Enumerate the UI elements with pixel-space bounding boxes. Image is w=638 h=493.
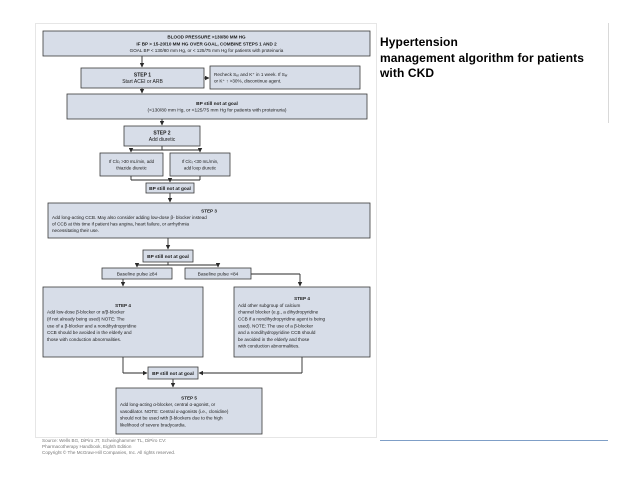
flow-box-text: IF BP > 15-20/10 MM HG OVER GOAL, COMBIN… [136,41,277,46]
flow-box-step3: STEP 3 Add long-acting CCB. May also cons… [47,202,371,239]
flow-box-step4a: STEP 4 Add low-dose β-blocker or α/β-bloc… [42,286,204,358]
flow-box-bp-not-goal-3: BP still not at goal [142,249,194,263]
flow-box-text: STEP 3 [201,208,217,213]
flow-box-frame [42,286,204,358]
slide-title-line-1: Hypertension [380,35,458,49]
flow-box-frame [80,67,205,89]
flow-box-frame [123,125,201,147]
flow-box-text: and a nondihydropyridine CCB should [238,330,316,335]
flow-box-text: vasodilator. NOTE: Central α-agonists (i… [120,409,229,414]
flow-box-text: If Clᴄᵣ >30 mL/min, add [109,159,155,164]
flow-box-text: BP still not at goal [147,254,189,260]
source-credits: Source: Wells BG, DiPiro JT, Schwinghamm… [42,438,175,456]
flow-box-text: STEP 4 [115,303,131,308]
flow-box-bp-not-goal-2: BP still not at goal [145,182,195,194]
flow-box-text: used). NOTE: The use of a β-blocker [238,323,314,328]
flow-box-loop: If Clᴄᵣ <30 mL/min,add loop diuretic [169,152,231,177]
flow-box-text: STEP 1 [134,73,151,79]
flow-box-text: Add low-dose β-blocker or α/β-blocker [47,310,125,315]
flow-box-text: Add other subgroup of calcium [238,303,300,308]
flow-box-text: Recheck Sₑᵣ and K⁺ in 1 week. If Sₑᵣ [214,72,289,77]
flow-box-text: CCB should be avoided in the elderly and [47,330,132,335]
flow-box-text: CCB if a nondihydropyridine agent is bei… [238,317,326,322]
flow-box-text: Add long-acting CCB. May also consider a… [52,215,207,220]
flow-box-frame [145,182,195,194]
flow-box-frame [66,93,368,120]
flow-box-recheck: Recheck Sₑᵣ and K⁺ in 1 week. If Sₑᵣ or K… [209,65,361,90]
flow-box-text: or K⁺ ↑ >30%, discontinue agent. [214,79,281,84]
flow-box-text: (<130/80 mm Hg, or <125/75 mm Hg for pat… [148,108,287,114]
flow-box-step4b: STEP 4 Add other subgroup of calcium chann… [233,286,371,358]
flow-box-frame [115,387,263,435]
flow-box-text: STEP 5 [181,395,197,400]
credit-line-3: Copyright © The McGraw-Hill Companies, I… [42,450,176,455]
flow-box-frame [184,267,252,280]
divider-horizontal [380,440,608,441]
flow-box-pulse-high: Baseline pulse ≥84 [101,267,173,280]
flow-box-frame [233,286,371,358]
flow-box-text: should not be used with β-blockers due t… [120,416,223,421]
flow-box-text: BP still not at goal [196,101,238,107]
flow-box-text: with conduction abnormalities. [238,344,300,349]
flow-box-text: Add diuretic [149,137,176,143]
flow-box-frame [42,30,371,57]
flow-box-text: STEP 2 [153,131,170,137]
flow-box-text: Add long-acting α-blocker, central α-ago… [120,402,216,407]
flow-box-text: BP still not at goal [149,186,191,192]
flow-box-bp-not-goal-4: BP still not at goal [147,366,199,380]
flow-box-text: If Clᴄᵣ <30 mL/min, [182,159,219,164]
slide-title-line-3: with CKD [380,66,435,80]
flow-box-frame [99,152,164,177]
flow-box-frame [209,65,361,90]
slide-title-line-2: management algorithm for patients [380,50,584,65]
flow-box-frame [169,152,231,177]
flow-box-text: be avoided in the elderly and those [238,337,310,342]
flow-box-text: likelihood of severe bradycardia. [120,423,186,428]
credit-line-2: Pharmacotherapy Handbook, Eighth Edition [42,444,132,449]
flow-box-text: (if not already being used) NOTE: The [47,317,125,322]
slide-title: Hypertension management algorithm for pa… [380,35,620,82]
flow-box-text: of CCB at this time if patient has angin… [52,222,190,227]
flow-box-text: those with conduction abnormalities. [47,337,121,342]
flow-box-frame [101,267,173,280]
flow-box-text: Baseline pulse <84 [198,271,239,277]
flow-box-frame [147,366,199,380]
flow-box-text: channel blocker (e.g., a dihydropyridine [238,310,319,315]
flow-box-frame [142,249,194,263]
flow-box-text: use of a β-blocker and a nondihydropyrid… [47,323,137,328]
flow-box-text: BP still not at goal [152,371,194,377]
flow-box-step5: STEP 5 Add long-acting α-blocker, central… [115,387,263,435]
flow-box-frame [47,202,371,239]
credit-line-1: Source: Wells BG, DiPiro JT, Schwinghamm… [42,438,167,443]
flow-box-text: Start ACEI or ARB [122,79,163,85]
flow-box-pulse-low: Baseline pulse <84 [184,267,252,280]
flowchart-frame [35,23,377,438]
flow-box-text: STEP 4 [294,296,310,301]
flow-box-text: Baseline pulse ≥84 [117,271,158,277]
flow-box-text: thiazide diuretic [116,165,147,170]
flow-box-text: necessitating their use. [52,228,99,233]
divider-vertical [608,23,609,123]
flow-box-text: add loop diuretic [184,165,217,170]
flow-box-text: GOAL BP < 130/80 mm Hg, or < 125/75 mm H… [130,48,284,53]
flow-box-text: BLOOD PRESSURE >130/80 MM HG [167,35,246,40]
flow-box-bp-not-goal-1: BP still not at goal(<130/80 mm Hg, or <… [66,93,368,120]
